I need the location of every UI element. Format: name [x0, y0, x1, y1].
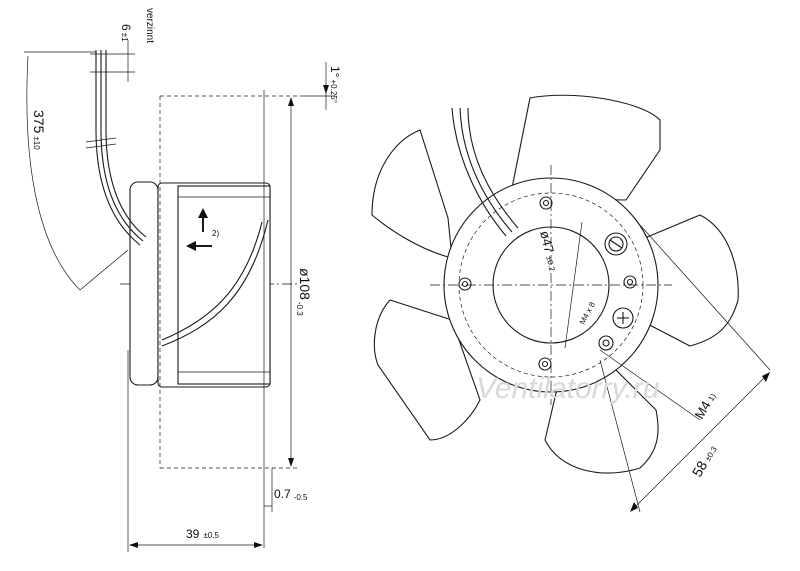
dim-flange: 0.7-0.5: [274, 487, 308, 502]
wire-break-2: [85, 143, 117, 149]
blade-top: [509, 94, 661, 201]
wire-3: [105, 50, 147, 238]
dia-arrow-top-icon: [288, 97, 294, 106]
spacing-ext-bottom: [599, 359, 641, 513]
spacing-dim-line: [631, 373, 769, 511]
hub-dia-dim-line: [564, 221, 583, 349]
dim-wire-strip: 6±1: [119, 24, 133, 42]
wire-2: [100, 50, 144, 242]
mount-hole-left: [458, 277, 472, 291]
depth-arrow-right-icon: [254, 542, 263, 548]
blade-edge-2: [161, 219, 269, 347]
front-view: ø47±0.2 M4 x 8 M41) 58±0.3: [371, 94, 771, 513]
cable-end-ext: [79, 249, 129, 291]
wire-note-label: verzinnt: [144, 8, 155, 43]
dim-depth: 39±0.5: [186, 527, 219, 541]
thread-ext-line: [599, 349, 701, 421]
angle-arrow-icon: [323, 85, 329, 94]
screw-icon: [604, 232, 628, 256]
dim-hole-spacing: 58±0.3: [689, 442, 720, 480]
airflow-arrow-icon: [198, 208, 208, 232]
mount-hole-lower-right: [598, 335, 614, 351]
front-wire-3: [467, 107, 519, 229]
front-wire-2: [459, 107, 513, 233]
motor-drum: [177, 185, 271, 385]
wire-break-1: [85, 137, 117, 143]
fan-flange: [129, 181, 159, 386]
rotation-arrow-icon: [186, 241, 212, 251]
side-view: 2) 6±1 verzinnt 375±10 ø108-0.3: [24, 8, 342, 552]
dia-arrow-bottom-icon: [288, 458, 294, 467]
depth-arrow-left-icon: [129, 542, 138, 548]
blade-right: [639, 214, 739, 347]
watermark: Ventilatorry.ru: [476, 372, 660, 405]
front-wire-1: [451, 107, 507, 237]
note-marker: 2): [212, 229, 219, 238]
blade-edge-1: [161, 221, 263, 341]
blade-left: [371, 129, 453, 259]
cable-length-arc: [26, 55, 81, 291]
dim-angle: 1°+0.25°: [328, 66, 342, 103]
ground-screw-icon: [612, 307, 634, 329]
spacing-arrow-top-icon: [762, 372, 770, 382]
spacing-ext-top: [639, 224, 771, 371]
dim-cable-length: 375±10: [31, 110, 47, 150]
mount-hole-top: [539, 196, 553, 210]
wire-1: [95, 50, 141, 246]
dim-diameter: ø108-0.3: [295, 268, 313, 316]
mount-hole-bottom: [538, 357, 552, 371]
blade-bottom-left: [373, 299, 481, 441]
mount-hole-right: [623, 275, 637, 289]
dim-thread: M41): [692, 389, 719, 421]
spacing-arrow-bottom-icon: [630, 502, 638, 512]
dim-hub: ø47±0.2: [537, 229, 562, 273]
